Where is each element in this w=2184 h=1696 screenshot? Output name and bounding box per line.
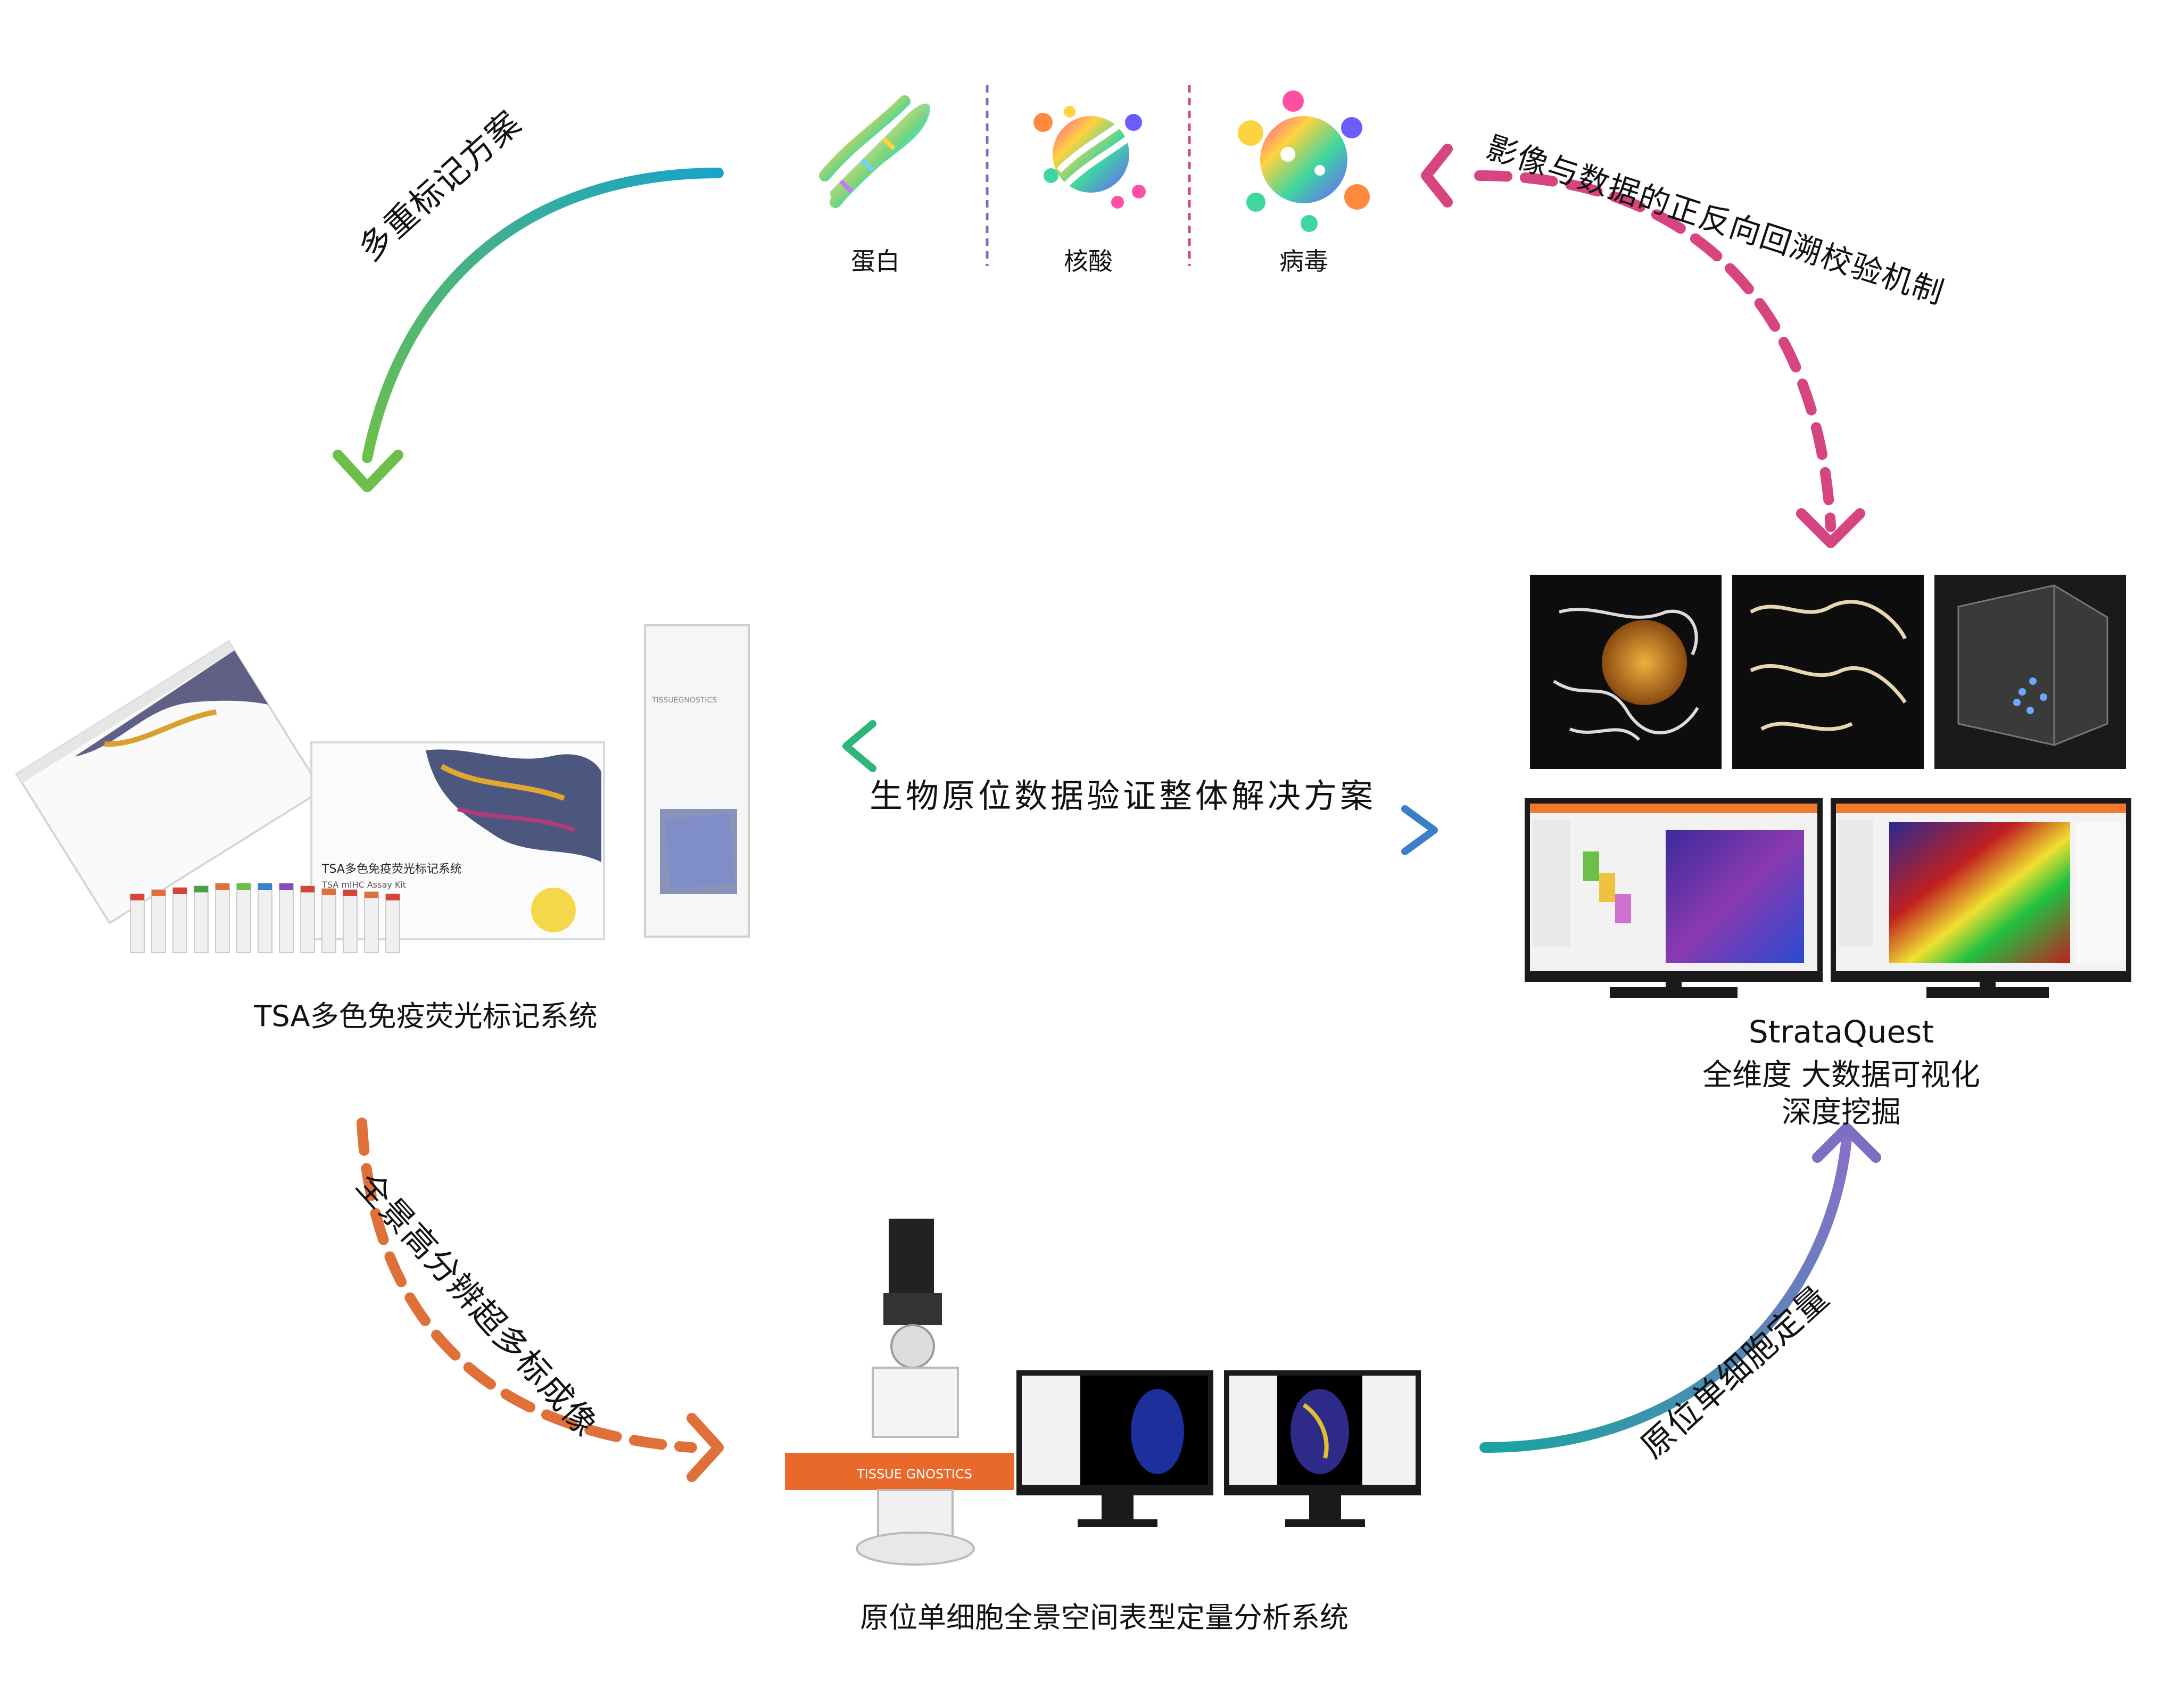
strataquest-subtitle-2: 深度挖掘	[1782, 1095, 1901, 1130]
arc-panoramic-imaging	[357, 1118, 724, 1482]
system-monitors	[1016, 1370, 1421, 1527]
strataquest-monitors	[1525, 798, 2131, 998]
center-arrows	[818, 720, 1438, 855]
arc-feedback	[1421, 144, 1865, 548]
system-caption: 原位单细胞全景空间表型定量分析系统	[860, 1601, 1349, 1634]
stage-brand: TISSUE GNOSTICS	[856, 1467, 972, 1482]
slide-brand: TISSUEGNOSTICS	[651, 696, 717, 705]
box-title: TSA多色免疫荧光标记系统	[321, 863, 462, 876]
vials	[130, 883, 400, 953]
microscope-image: TISSUE GNOSTICS	[785, 1219, 1014, 1566]
nucleic-acid-icon	[1033, 106, 1146, 209]
tsa-caption: TSA多色免疫荧光标记系统	[254, 999, 598, 1033]
category-protein: 蛋白	[851, 247, 900, 276]
box-subtitle: TSA mIHC Assay Kit	[321, 880, 406, 890]
category-nucleic-acid: 核酸	[1064, 247, 1113, 276]
virus-icon	[1238, 90, 1370, 232]
strataquest-subtitle: 全维度 大数据可视化	[1702, 1058, 1980, 1093]
strataquest-plots	[1530, 575, 2126, 769]
arc-single-cell-quant	[1479, 1123, 1881, 1453]
dna-icon	[819, 95, 930, 208]
center-title: 生物原位数据验证整体解决方案	[869, 776, 1377, 815]
tsa-kit-image: TSA多色免疫荧光标记系统 TSA mIHC Assay Kit	[15, 624, 750, 953]
category-virus: 病毒	[1279, 247, 1328, 276]
strataquest-title: StrataQuest	[1748, 1014, 1934, 1050]
arc-multiplex-labeling	[333, 168, 724, 492]
